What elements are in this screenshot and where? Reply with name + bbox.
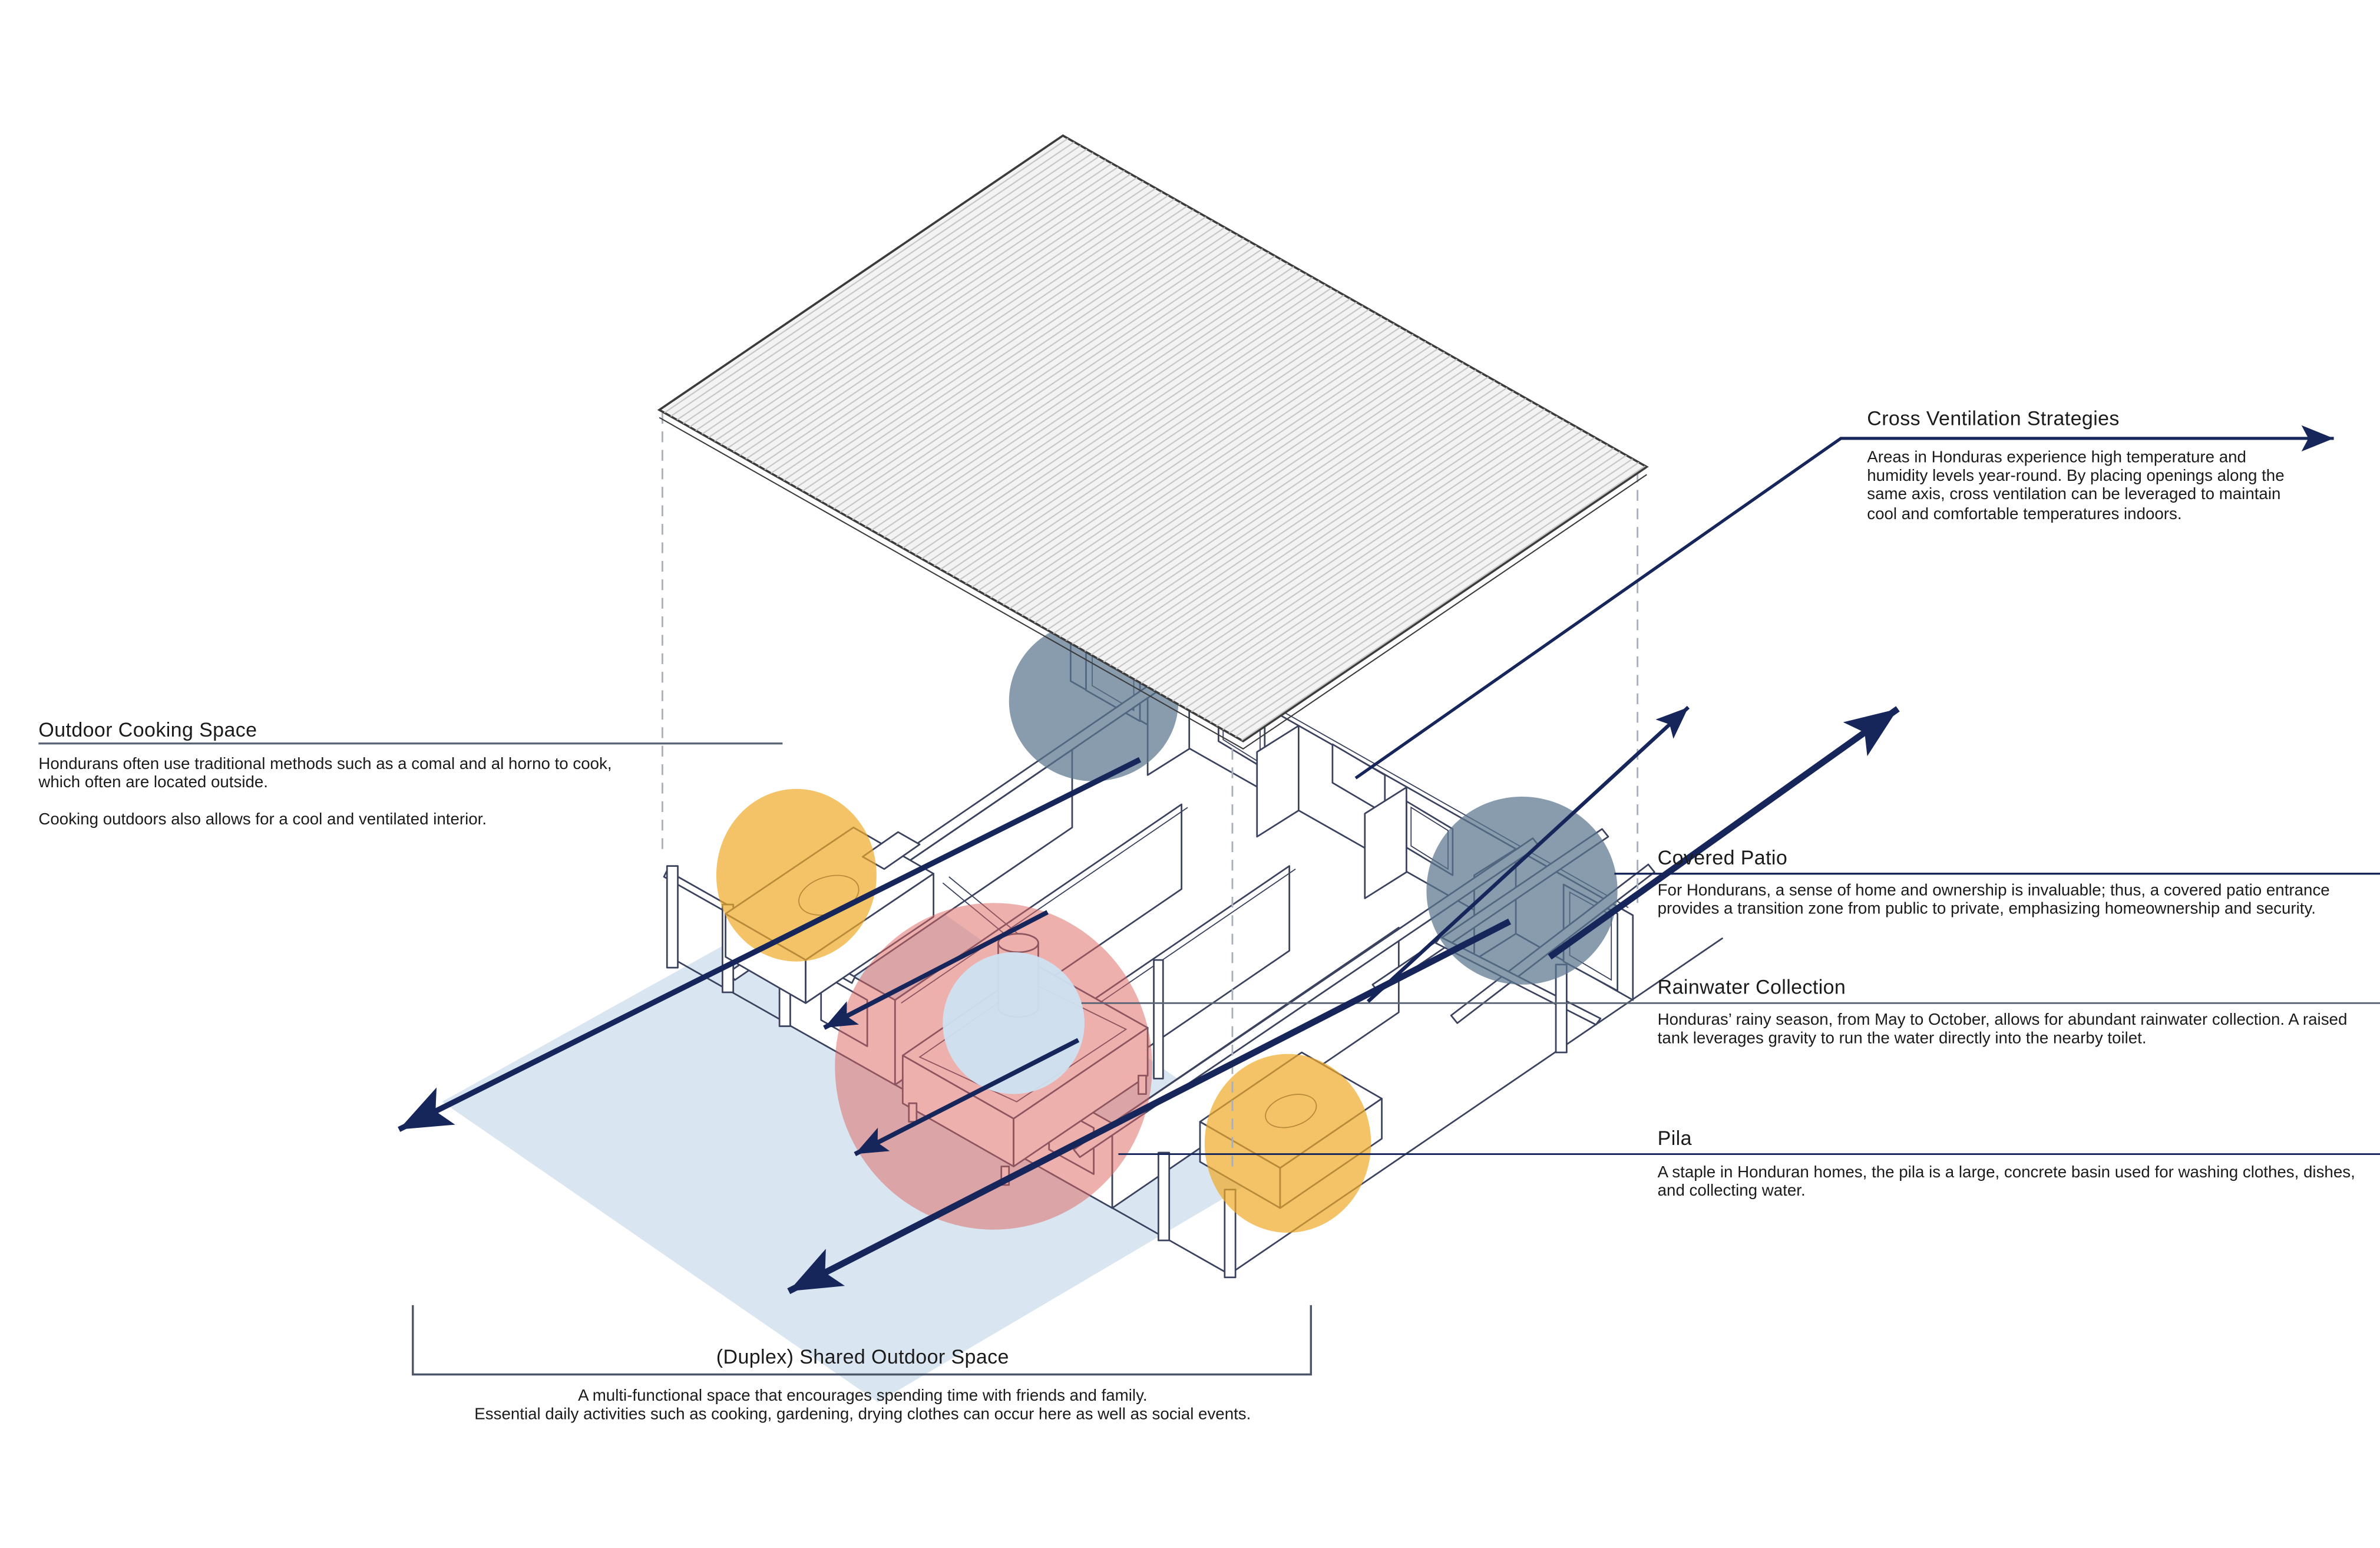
ventilation-arrow-courtyard-1	[823, 910, 1049, 1030]
covered-patio-section: Covered Patio	[1658, 846, 2120, 869]
roof-projection-lines	[661, 412, 1639, 1174]
outdoor-cooking-section: Outdoor Cooking Space	[38, 718, 439, 741]
shared-outdoor-body1: A multi-functional space that encourages…	[578, 1387, 1148, 1405]
cross-ventilation-title: Cross Ventilation Strategies	[1867, 407, 2120, 430]
covered-patio-body: For Hondurans, a sense of home and owner…	[1657, 881, 2330, 919]
highlight-outdoor-kitchen-right	[1204, 1054, 1371, 1233]
ventilation-arrow-upper-right-thin	[1366, 705, 1690, 1003]
rainwater-body: Honduras’ rainy season, from May to Octo…	[1657, 1011, 2348, 1048]
cross-ventilation-leader-arrow	[1354, 425, 2334, 780]
shared-outdoor-bracket	[412, 1305, 1312, 1376]
cross-ventilation-body: Areas in Honduras experience high temper…	[1867, 448, 2285, 524]
ventilation-arrow-upper-left	[398, 757, 1142, 1132]
outdoor-cooking-body2: Cooking outdoors also allows for a cool …	[38, 810, 487, 829]
highlight-covered-patio-right	[1426, 796, 1618, 985]
ventilation-arrows	[398, 705, 1900, 1295]
shared-outdoor-body2: Essential daily activities such as cooki…	[474, 1405, 1251, 1424]
pila-section: Pila	[1658, 1126, 2120, 1149]
ventilation-arrow-upper-right-thick	[1548, 706, 1900, 960]
porch-posts	[666, 865, 1568, 1279]
highlight-rainwater-tank	[943, 952, 1085, 1094]
cross-ventilation-section: Cross Ventilation Strategies	[1867, 407, 2375, 430]
covered-patio-title: Covered Patio	[1657, 846, 1788, 869]
pila-body: A staple in Honduran homes, the pila is …	[1657, 1163, 2355, 1201]
shared-outdoor-label: (Duplex) Shared Outdoor Space	[716, 1345, 1009, 1369]
ventilation-arrow-courtyard-2	[854, 1038, 1080, 1157]
outdoor-cooking-body1: Hondurans often use traditional methods …	[38, 755, 612, 793]
highlight-outdoor-kitchen-left	[716, 788, 877, 962]
roof-panel	[657, 134, 1649, 750]
annotation-leaders	[38, 425, 2380, 1155]
outdoor-cooking-title: Outdoor Cooking Space	[38, 718, 257, 741]
shared-outdoor-label-wrap: (Duplex) Shared Outdoor Space	[401, 1345, 1325, 1368]
rainwater-title: Rainwater Collection	[1657, 975, 1846, 999]
pila-title: Pila	[1657, 1126, 1692, 1150]
rainwater-section: Rainwater Collection	[1658, 975, 2120, 998]
